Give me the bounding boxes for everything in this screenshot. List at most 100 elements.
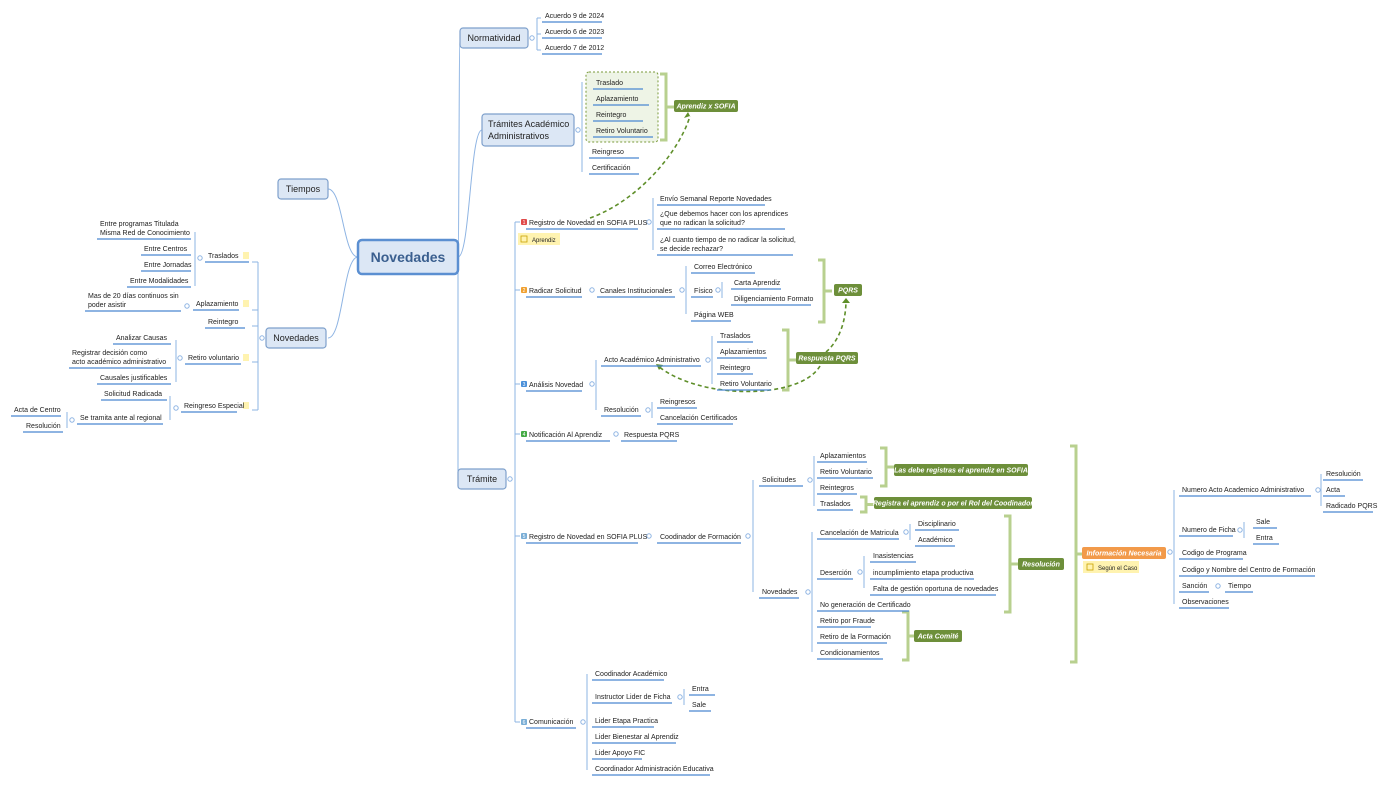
topic-coodinador-form[interactable]: Coodinador de Formación: [657, 534, 741, 544]
topic-lider-apoyo[interactable]: Lider Apoyo FIC: [592, 750, 645, 760]
topic-acta-i[interactable]: Acta: [1323, 487, 1345, 497]
topic-radicado[interactable]: Radicado PQRS: [1323, 503, 1378, 513]
topic-entre-centros[interactable]: Entre Centros: [141, 246, 191, 256]
tag-pqrs[interactable]: PQRS: [834, 284, 862, 296]
topic-reintegro-l[interactable]: Reintegro: [205, 319, 245, 329]
topic-aplazamientos-s[interactable]: Aplazamientos: [817, 453, 867, 463]
topic-carta[interactable]: Carta Aprendiz: [731, 280, 781, 290]
topic-acta-centro[interactable]: Acta de Centro: [11, 407, 61, 417]
topic-retiro-fraude[interactable]: Retiro por Fraude: [817, 618, 875, 628]
topic-cancelacion-mat[interactable]: Cancelación de Matricula: [817, 530, 899, 540]
topic-lider-bienestar[interactable]: Lider Bienestar al Aprendiz: [592, 734, 679, 744]
topic-resolucion-a[interactable]: Resolución: [601, 407, 641, 417]
topic-reingresos-a[interactable]: Reingresos: [657, 399, 697, 409]
topic-sale-i[interactable]: Sale: [1253, 519, 1277, 529]
topic-radicar[interactable]: Radicar Solicitud: [526, 288, 582, 298]
topic-aplazamiento-l[interactable]: Aplazamiento: [193, 301, 239, 311]
topic-aplazamiento[interactable]: Aplazamiento: [593, 96, 649, 106]
topic-incumplimiento[interactable]: incumplimiento etapa productiva: [870, 570, 974, 580]
topic-aplazamientos-a[interactable]: Aplazamientos: [717, 349, 767, 359]
tag-aprendiz-sofia[interactable]: Aprendiz x SOFIA: [674, 100, 738, 112]
topic-resolucion-l[interactable]: Resolución: [23, 423, 63, 433]
topic-tiempo[interactable]: Tiempo: [1225, 583, 1253, 593]
topic-traslado[interactable]: Traslado: [593, 80, 643, 90]
topic-traslados-l[interactable]: Traslados: [205, 253, 249, 263]
topic-tiempos[interactable]: Tiempos: [277, 178, 329, 200]
topic-causales[interactable]: Causales justificables: [97, 375, 171, 385]
topic-entre-jornadas[interactable]: Entre Jornadas: [141, 262, 192, 272]
topic-respuesta-pqrs[interactable]: Respuesta PQRS: [621, 432, 680, 442]
topic-observaciones[interactable]: Observaciones: [1179, 599, 1229, 609]
topic-codigo-nombre[interactable]: Codigo y Nombre del Centro de Formación: [1179, 567, 1316, 577]
topic-correo[interactable]: Correo Electrónico: [691, 264, 755, 274]
topic-reg-novedad2[interactable]: Registro de Novedad en SOFIA PLUS: [526, 534, 648, 544]
tag-respuesta-pqrs-tag[interactable]: Respuesta PQRS: [796, 352, 858, 364]
topic-novedades-left[interactable]: Novedades: [265, 327, 327, 349]
topic-sancion[interactable]: Sanción: [1179, 583, 1209, 593]
topic-reintegro-a[interactable]: Reintegro: [717, 365, 753, 375]
topic-retiro-vol-a[interactable]: Retiro Voluntario: [717, 381, 772, 391]
topic-desercion[interactable]: Deserción: [817, 570, 853, 580]
topic-resolucion-i[interactable]: Resolución: [1323, 471, 1363, 481]
topic-entra-i[interactable]: Entra: [1253, 535, 1279, 545]
topic-no-generacion[interactable]: No generación de Certificado: [817, 602, 911, 612]
topic-envio[interactable]: Envío Semanal Reporte Novedades: [657, 196, 772, 206]
topic-traslados-s[interactable]: Traslados: [817, 501, 853, 511]
topic-reingreso-esp[interactable]: Reingreso Especial: [181, 403, 245, 413]
topic-sale-c[interactable]: Sale: [689, 702, 711, 712]
topic-tramite[interactable]: Trámite: [457, 468, 507, 490]
topic-codigo-prog[interactable]: Codigo de Programa: [1179, 550, 1247, 560]
tag-acta-comite[interactable]: Acta Comité: [914, 630, 962, 642]
topic-numero-ficha[interactable]: Numero de Ficha: [1179, 527, 1236, 537]
topic-acto[interactable]: Acto Académico Administrativo: [601, 357, 701, 367]
topic-coodinador-acad[interactable]: Coodinador Académico: [592, 671, 667, 681]
topic-comunicacion[interactable]: Comunicación: [526, 719, 576, 729]
topic-analizar[interactable]: Analizar Causas: [113, 335, 171, 345]
topic-diligenciamiento[interactable]: Diligenciamiento Formato: [731, 296, 813, 306]
topic-acuerdo2012[interactable]: Acuerdo 7 de 2012: [542, 45, 604, 55]
topic-entra-c[interactable]: Entra: [689, 686, 715, 696]
tag-las-debe[interactable]: Las debe registras el aprendiz en SOFIA: [894, 464, 1028, 476]
topic-notificacion[interactable]: Notificación Al Aprendiz: [526, 432, 610, 442]
topic-acuerdo2024[interactable]: Acuerdo 9 de 2024: [542, 13, 604, 23]
topic-se-tramita[interactable]: Se tramita ante al regional: [77, 415, 163, 425]
topic-reingreso[interactable]: Reingreso: [589, 149, 639, 159]
topic-cuanto[interactable]: ¿Al cuanto tiempo de no radicar la solic…: [657, 237, 796, 256]
topic-reintegro[interactable]: Reintegro: [593, 112, 643, 122]
topic-novedades-n[interactable]: Novedades: [759, 589, 799, 599]
tag-registra-aprendiz[interactable]: Registra el aprendiz o por el Rol del Co…: [873, 497, 1035, 509]
tag-info-necesaria[interactable]: Información Necesaria: [1082, 547, 1166, 559]
topic-falta[interactable]: Falta de gestión oportuna de novedades: [870, 586, 999, 596]
topic-retiro-vol[interactable]: Retiro Voluntario: [593, 128, 653, 138]
topic-retiro-formacion[interactable]: Retiro de la Formación: [817, 634, 891, 644]
topic-certificacion[interactable]: Certificación: [589, 165, 639, 175]
topic-retiro-vol-l[interactable]: Retiro voluntario: [185, 355, 241, 365]
topic-reg-novedad1[interactable]: Registro de Novedad en SOFIA PLUS: [526, 220, 648, 230]
topic-lider-etapa[interactable]: Lider Etapa Practica: [592, 718, 658, 728]
topic-traslados-a[interactable]: Traslados: [717, 333, 753, 343]
topic-instructor[interactable]: Instructor Lider de Ficha: [592, 694, 672, 704]
topic-solicitud-rad[interactable]: Solicitud Radicada: [101, 391, 167, 401]
topic-condicionamientos[interactable]: Condicionamientos: [817, 650, 883, 660]
topic-normatividad[interactable]: Normatividad: [459, 27, 529, 49]
topic-cancelacion-cert[interactable]: Cancelación Certificados: [657, 415, 738, 425]
topic-entre-modalidades[interactable]: Entre Modalidades: [127, 278, 191, 288]
topic-pagina-web[interactable]: Página WEB: [691, 312, 734, 322]
topic-numero-acto[interactable]: Numero Acto Academico Administrativo: [1179, 487, 1311, 497]
topic-reintegros-s[interactable]: Reintegros: [817, 485, 857, 495]
topic-coordinador-admin[interactable]: Coordinador Administración Educativa: [592, 766, 714, 776]
tag-resolucion-tag[interactable]: Resolución: [1018, 558, 1064, 570]
topic-fisico[interactable]: Físico: [691, 288, 713, 298]
topic-canales[interactable]: Canales Institucionales: [597, 288, 675, 298]
topic-inasistencias[interactable]: Inasistencias: [870, 553, 916, 563]
topic-retiro-vol-s[interactable]: Retiro Voluntario: [817, 469, 873, 479]
topic-acuerdo2023[interactable]: Acuerdo 6 de 2023: [542, 29, 604, 39]
topic-disciplinario[interactable]: Disciplinario: [915, 521, 959, 531]
topic-que[interactable]: ¿Que debemos hacer con los aprendicesque…: [657, 211, 789, 230]
topic-solicitudes[interactable]: Solicitudes: [759, 477, 803, 487]
topic-academico[interactable]: Académico: [915, 537, 955, 547]
